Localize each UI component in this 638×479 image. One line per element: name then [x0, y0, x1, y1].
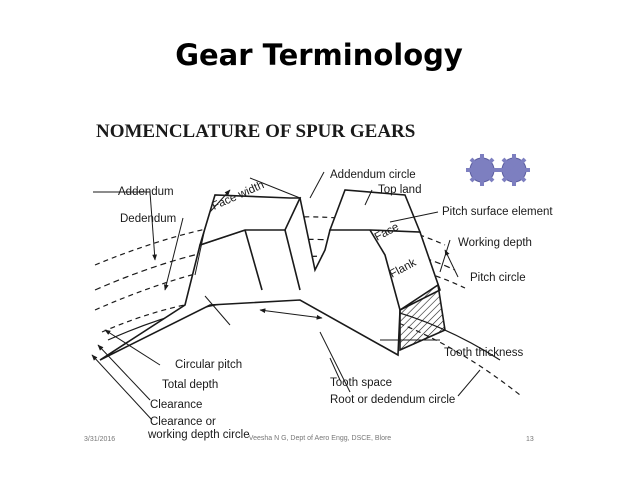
label-circular-pitch: Circular pitch — [175, 359, 242, 371]
label-addendum: Addendum — [118, 186, 174, 198]
tooth-section-hatch — [399, 283, 446, 352]
footer-author: Veesha N G, Dept of Aero Engg, DSCE, Blo… — [248, 435, 392, 442]
label-working-depth-circle: working depth circle — [147, 429, 250, 441]
label-tooth-space: Tooth space — [330, 377, 392, 389]
diagram-heading: NOMENCLATURE OF SPUR GEARS — [96, 121, 415, 142]
label-tooth-thickness: Tooth thickness — [444, 347, 524, 359]
leader-lines — [91, 171, 481, 421]
right-tooth — [328, 189, 422, 233]
label-clearance: Clearance — [150, 399, 202, 411]
label-addendum-circle: Addendum circle — [330, 169, 416, 181]
footer-date: 3/31/2016 — [84, 436, 116, 443]
label-working-depth: Working depth — [458, 237, 532, 249]
label-top-land: Top land — [378, 184, 421, 196]
label-pitch-circle: Pitch circle — [470, 272, 526, 284]
label-pitch-surface-element: Pitch surface element — [442, 206, 553, 218]
label-root-circle: Root or dedendum circle — [330, 394, 455, 406]
footer-page-number: 13 — [526, 436, 534, 443]
gear-icon — [466, 154, 530, 186]
gear-body — [99, 189, 446, 361]
label-total-depth: Total depth — [162, 379, 218, 391]
label-clearance-or: Clearance or — [150, 416, 216, 428]
page-title: Gear Terminology — [175, 38, 463, 72]
label-dedendum: Dedendum — [120, 213, 176, 225]
